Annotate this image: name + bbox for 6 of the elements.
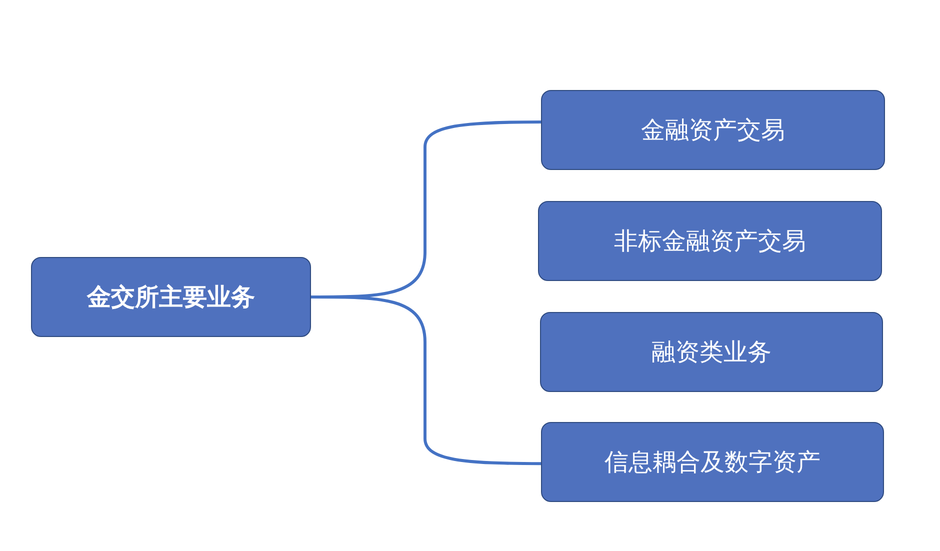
connector-line [311, 296, 541, 466]
topic-box: 金融资产交易 [541, 90, 885, 170]
topic-box: 金交所主要业务 [31, 257, 311, 337]
topic-box: 信息耦合及数字资产 [541, 422, 884, 502]
topic-box: 非标金融资产交易 [538, 201, 882, 281]
topic-box: 融资类业务 [540, 312, 883, 392]
